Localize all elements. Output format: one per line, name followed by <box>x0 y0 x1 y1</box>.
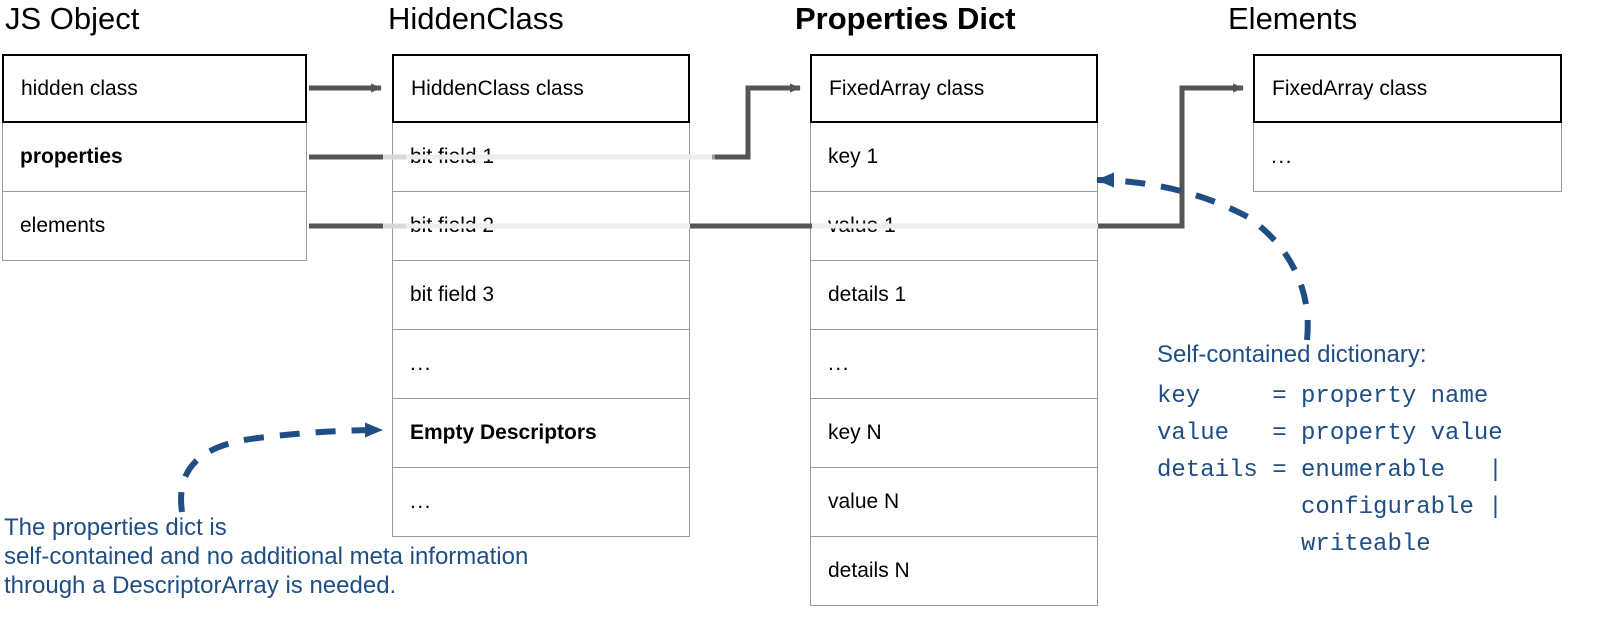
row-label: FixedArray class <box>1272 76 1428 100</box>
row-label: key 1 <box>828 145 879 168</box>
hidden-class-box: HiddenClass class bit field 1 bit field … <box>392 54 690 537</box>
row-bit-field-2[interactable]: bit field 2 <box>392 192 690 261</box>
connector-elements-to-elements <box>1098 83 1244 229</box>
row-label: properties <box>20 145 123 168</box>
row-label: elements <box>20 214 106 237</box>
row-label: value N <box>828 490 900 513</box>
properties-dict-box: FixedArray class key 1 value 1 details 1… <box>810 54 1098 606</box>
row-empty-descriptors[interactable]: Empty Descriptors <box>392 399 690 468</box>
row-properties[interactable]: properties <box>2 123 307 192</box>
row-bit-field-1[interactable]: bit field 1 <box>392 123 690 192</box>
annotation-arrow-right <box>1096 172 1311 341</box>
column-title-elements: Elements <box>1228 1 1358 36</box>
row-ellipsis[interactable]: ... <box>810 330 1098 399</box>
row-label: value 1 <box>828 214 896 237</box>
column-title-properties-dict: Properties Dict <box>795 1 1016 36</box>
row-key-n[interactable]: key N <box>810 399 1098 468</box>
row-ellipsis-1[interactable]: ... <box>392 330 690 399</box>
row-label: bit field 3 <box>410 283 495 306</box>
row-label: ... <box>410 352 433 375</box>
column-title-js-object: JS Object <box>5 1 140 36</box>
annotation-left-note: The properties dict is self-contained an… <box>4 514 529 599</box>
row-ellipsis[interactable]: ... <box>1253 123 1562 192</box>
row-fixedarray-class[interactable]: FixedArray class <box>1253 54 1562 123</box>
row-value-1[interactable]: value 1 <box>810 192 1098 261</box>
row-details-n[interactable]: details N <box>810 537 1098 606</box>
connector-properties-to-dict <box>715 83 801 160</box>
row-fixedarray-class[interactable]: FixedArray class <box>810 54 1098 123</box>
row-label: details 1 <box>828 283 907 306</box>
row-value-n[interactable]: value N <box>810 468 1098 537</box>
row-ellipsis-2[interactable]: ... <box>392 468 690 537</box>
row-label: ... <box>1271 145 1294 168</box>
row-label: ... <box>410 490 433 513</box>
row-label: details N <box>828 559 910 582</box>
column-title-hidden-class: HiddenClass <box>388 1 564 36</box>
row-label: FixedArray class <box>829 76 985 100</box>
annotation-right-note-body: key = property name value = property val… <box>1157 383 1503 558</box>
row-label: hidden class <box>21 76 138 100</box>
row-hiddenclass-class[interactable]: HiddenClass class <box>392 54 690 123</box>
row-bit-field-3[interactable]: bit field 3 <box>392 261 690 330</box>
row-label: key N <box>828 421 882 444</box>
annotation-right-note-title: Self-contained dictionary: <box>1157 341 1427 368</box>
row-label: bit field 2 <box>410 214 495 237</box>
row-label: bit field 1 <box>410 145 495 168</box>
row-elements[interactable]: elements <box>2 192 307 261</box>
row-label: HiddenClass class <box>411 76 584 100</box>
row-hidden-class[interactable]: hidden class <box>2 54 307 123</box>
row-key-1[interactable]: key 1 <box>810 123 1098 192</box>
js-object-box: hidden class properties elements <box>2 54 307 261</box>
row-label: ... <box>828 352 851 375</box>
row-label: Empty Descriptors <box>410 421 597 444</box>
elements-box: FixedArray class ... <box>1253 54 1562 192</box>
row-details-1[interactable]: details 1 <box>810 261 1098 330</box>
annotation-arrow-left <box>178 422 383 513</box>
